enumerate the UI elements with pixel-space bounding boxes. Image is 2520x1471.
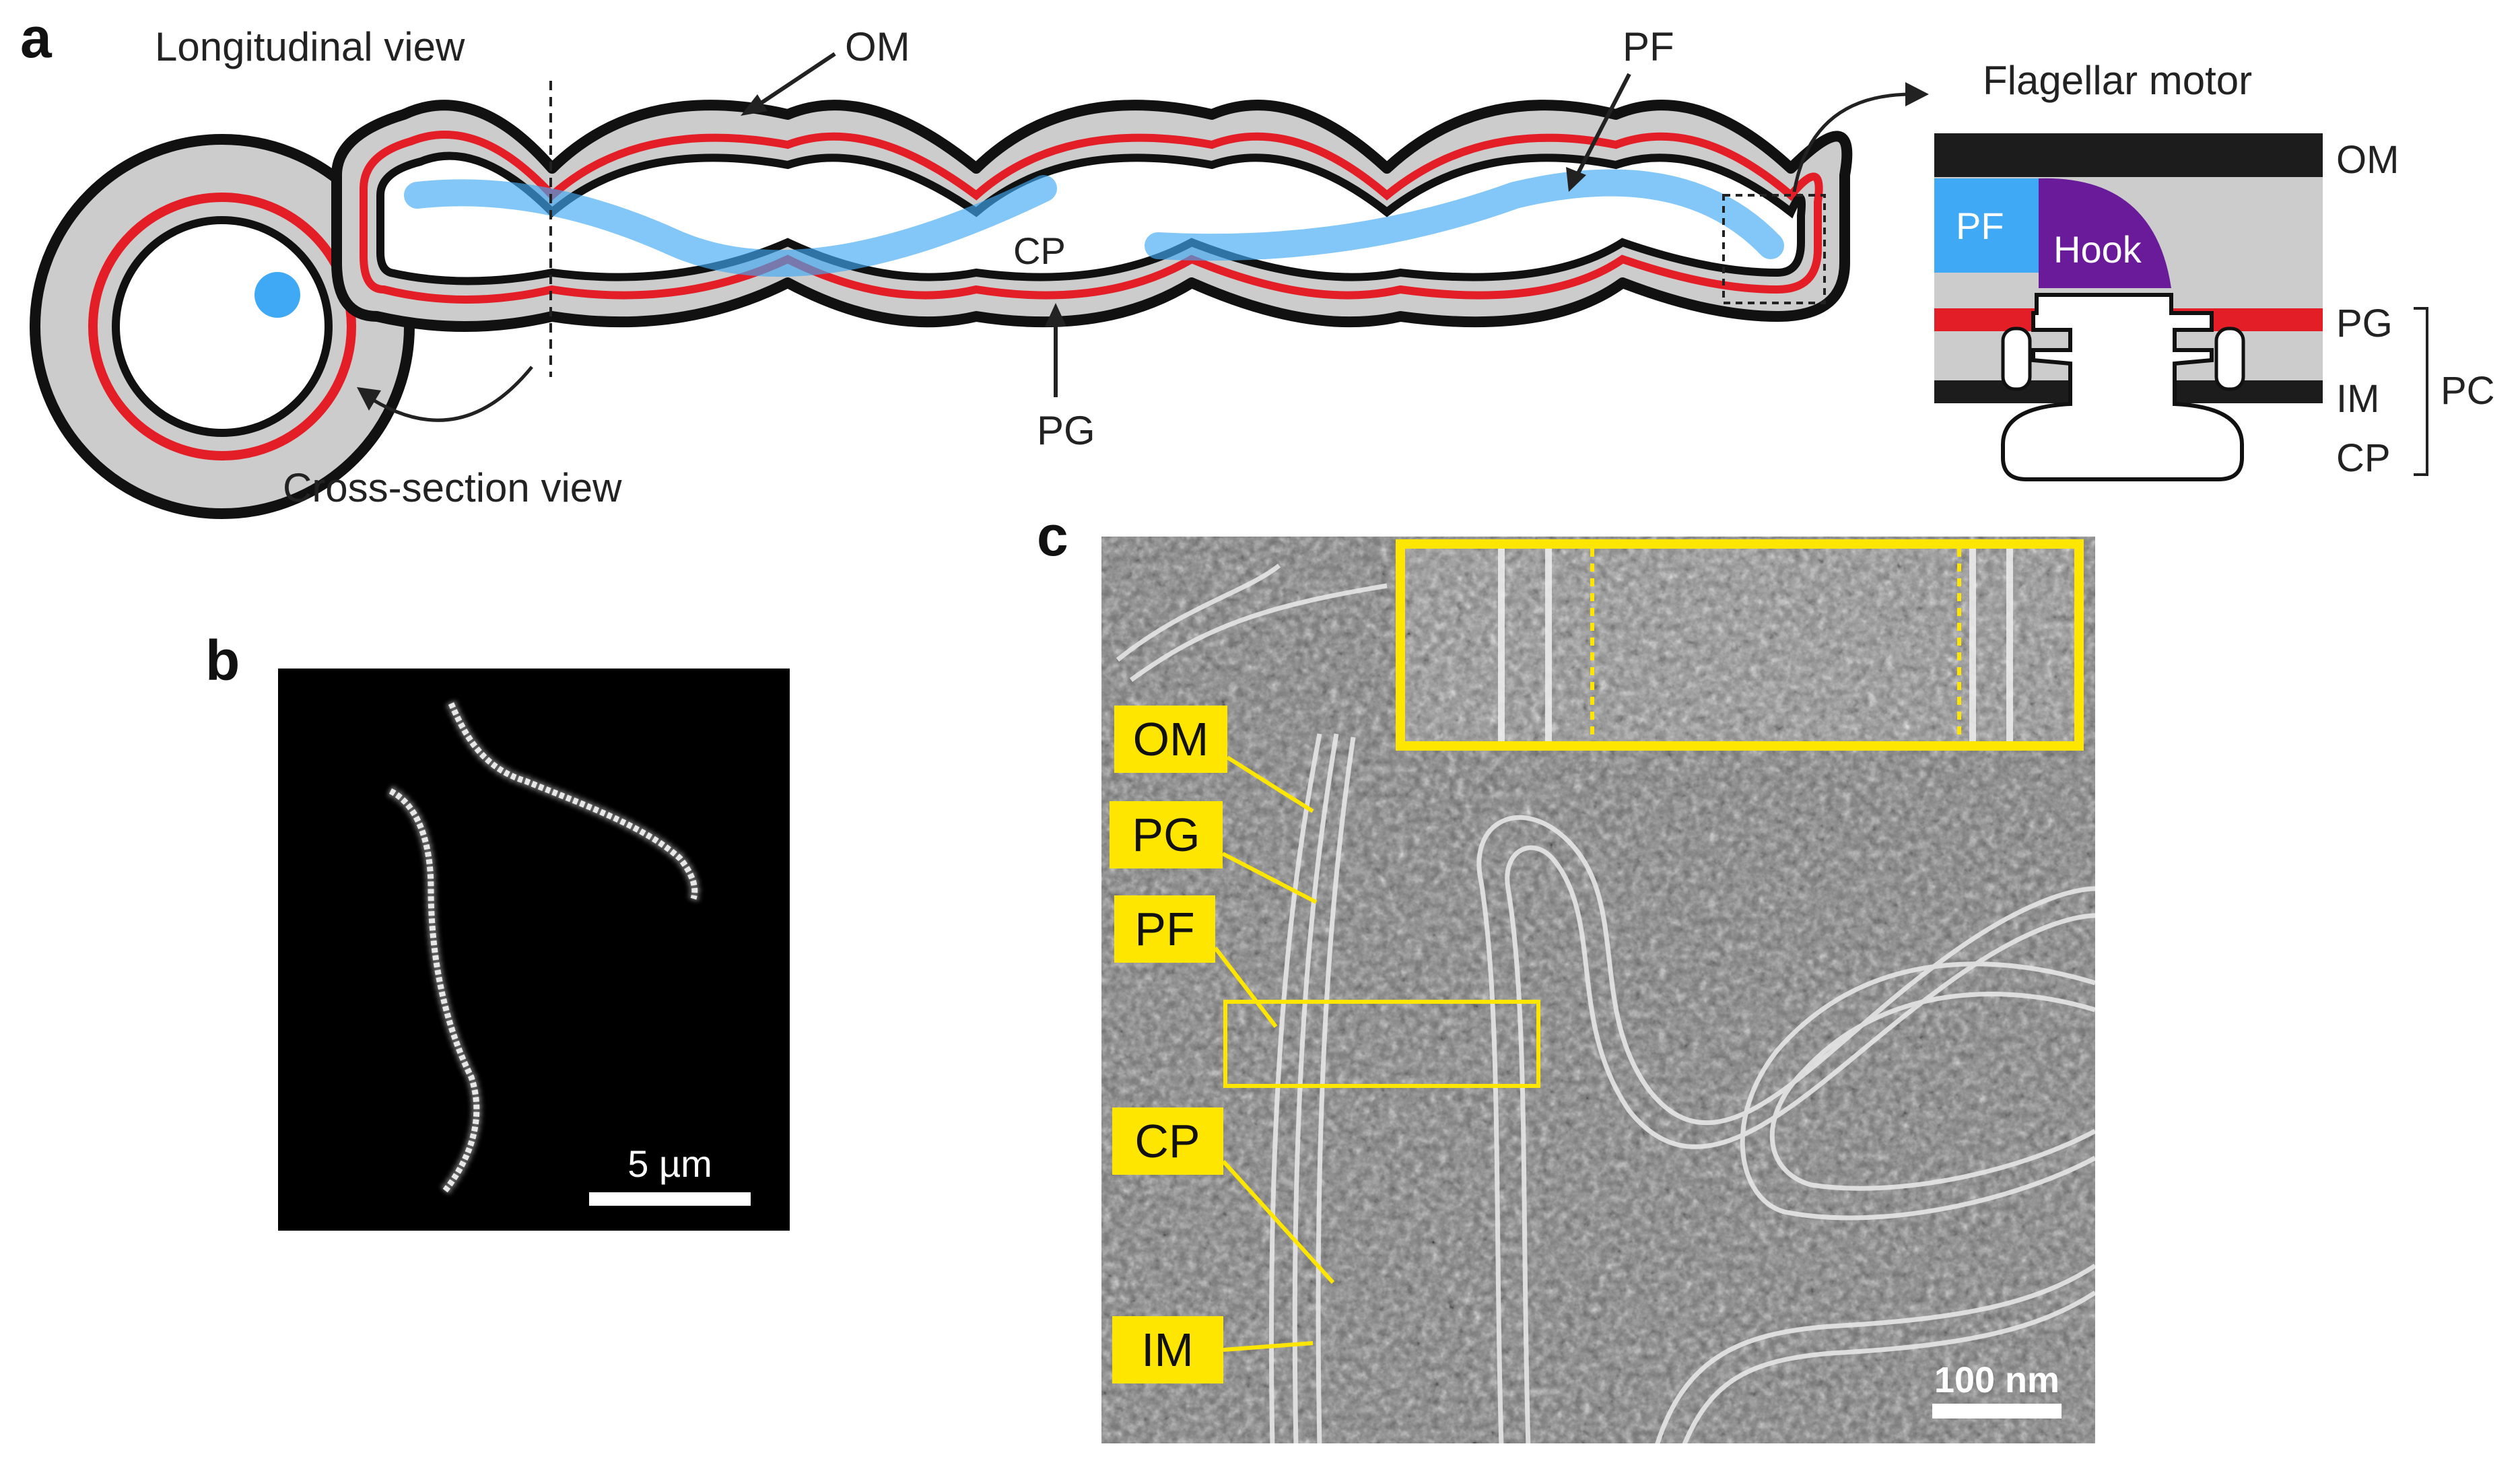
longitudinal-cell-diagram [331, 100, 1853, 332]
pf-cross-section [254, 272, 300, 318]
scale-bar-b-label: 5 µm [627, 1142, 712, 1185]
c-label-im: IM [1141, 1324, 1194, 1376]
c-label-om: OM [1133, 713, 1209, 765]
flagellar-motor-diagram [1934, 133, 2323, 481]
pc-bracket [2414, 307, 2428, 476]
panel-a-letter: a [20, 6, 53, 69]
periplasmic-flagellum-right [1145, 169, 1784, 261]
flagellar-motor-title: Flagellar motor [1983, 58, 2252, 103]
motor-label-im: IM [2336, 377, 2379, 421]
c-label-pg: PG [1132, 809, 1200, 861]
motor-region-box [1722, 194, 1826, 304]
panel-c-letter: c [1037, 504, 1068, 568]
cross-section-arrow [362, 366, 533, 422]
label-pf: PF [1623, 24, 1674, 69]
roi-box [1223, 1000, 1540, 1088]
motor-zoom-arrow [1792, 92, 1913, 193]
label-cp: CP [1013, 230, 1066, 272]
scale-bar-c-label: 100 nm [1934, 1360, 2059, 1400]
motor-label-pf: PF [1956, 205, 2004, 247]
periplasmic-flagellum-left [404, 175, 1057, 277]
scale-bar-c [1932, 1404, 2062, 1418]
zoom-inset [1396, 539, 2084, 751]
c-label-cp: CP [1134, 1115, 1200, 1167]
c-label-pf: PF [1134, 903, 1194, 955]
motor-body [2001, 293, 2244, 481]
motor-label-pg: PG [2336, 302, 2393, 345]
panel-b-letter: b [205, 629, 240, 692]
motor-label-cp: CP [2336, 436, 2391, 480]
pf-block [1934, 178, 2039, 273]
hook-shape [2039, 178, 2171, 288]
motor-label-om: OM [2336, 138, 2399, 182]
motor-label-hook: Hook [2053, 228, 2142, 271]
longitudinal-view-title: Longitudinal view [155, 24, 465, 69]
scale-bar-b [589, 1192, 751, 1206]
spirochete-cells [388, 702, 700, 1195]
label-pg: PG [1037, 408, 1095, 453]
fluorescence-image [278, 669, 790, 1231]
label-om: OM [845, 24, 910, 69]
cross-section-view-title: Cross-section view [283, 465, 622, 510]
c-label-pointers [1213, 755, 1335, 1352]
c-label-boxes [1110, 706, 1227, 1383]
motor-label-pc: PC [2441, 369, 2495, 413]
